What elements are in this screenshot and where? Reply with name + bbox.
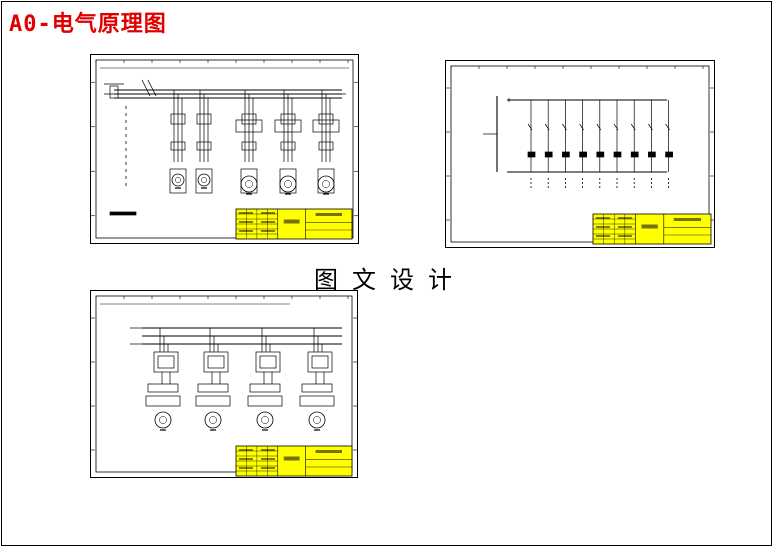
motor-symbol: [256, 411, 274, 431]
drawing-sheet-main-power[interactable]: [90, 54, 359, 244]
page-title: A0-电气原理图: [9, 12, 167, 37]
motor-symbol: [171, 173, 185, 189]
motor-symbol: [317, 175, 335, 195]
main-power-schematic: [90, 54, 359, 244]
title-block: [235, 445, 353, 477]
watermark-text: 图文设计: [314, 266, 466, 294]
drawing-sheet-control[interactable]: [445, 60, 715, 248]
motor-symbol: [308, 411, 326, 431]
motor-branch-schematic: [90, 290, 358, 478]
motor-symbol: [279, 175, 297, 195]
motor-symbol: [240, 175, 258, 195]
title-block: [235, 208, 353, 240]
motor-symbol: [197, 173, 211, 189]
motor-symbol: [204, 411, 222, 431]
motor-symbol: [154, 411, 172, 431]
drawing-sheet-motor-branches[interactable]: [90, 290, 358, 478]
control-schematic: [445, 60, 715, 248]
title-block: [592, 213, 712, 245]
